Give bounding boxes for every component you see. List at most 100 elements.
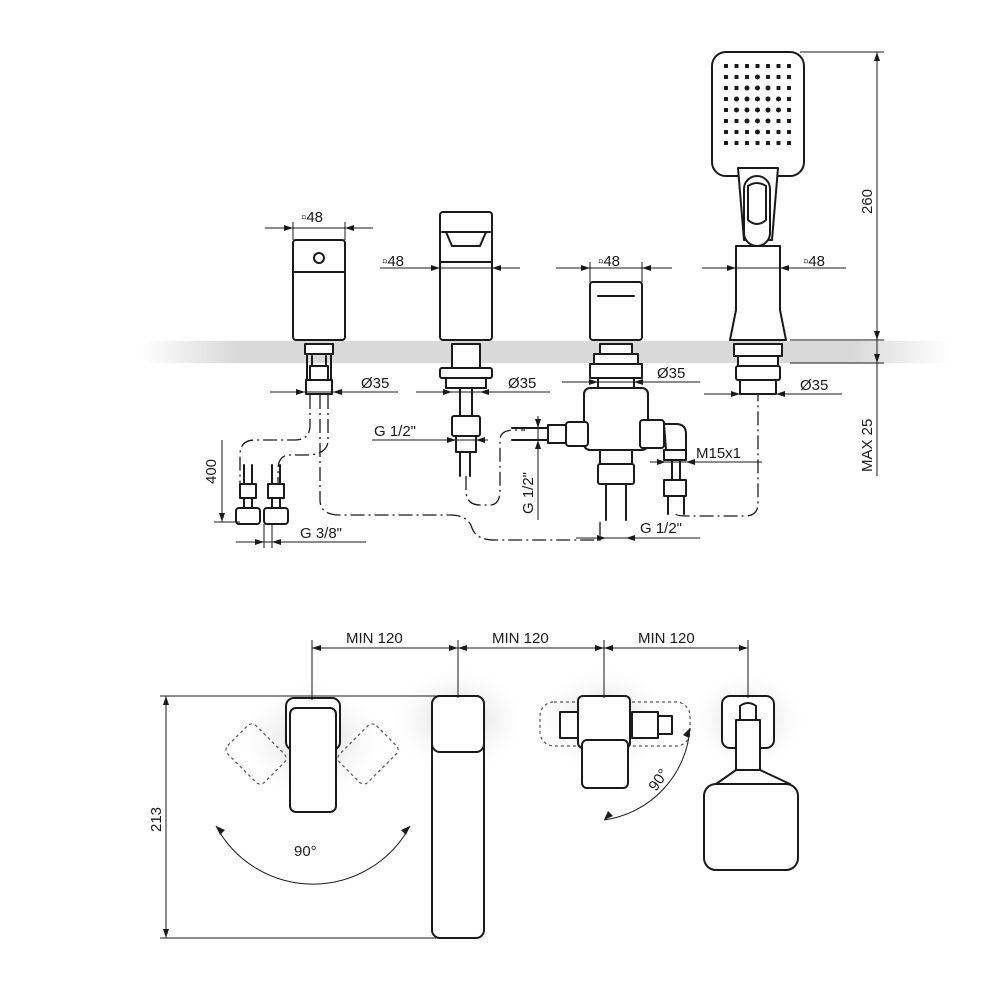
label-sq48-3: ▫48	[598, 253, 620, 270]
dim-dia-3: Ø35	[562, 365, 700, 385]
nozzle	[776, 107, 781, 113]
dim-width-spout: ▫48	[380, 253, 520, 275]
nozzle	[745, 64, 749, 68]
nozzle	[724, 108, 728, 112]
nozzle	[765, 107, 771, 113]
label-sq48-4: ▫48	[803, 253, 825, 270]
dim-g12-bottom: G 1/2"	[576, 520, 700, 541]
label-90-1: 90°	[294, 843, 317, 860]
nozzle	[787, 86, 791, 90]
mixer-plan: 90°	[215, 697, 411, 885]
nozzle	[744, 96, 750, 102]
nozzle	[734, 130, 739, 134]
nozzle	[765, 118, 771, 124]
label-sq48-2: ▫48	[382, 253, 404, 270]
dim-g38: G 3/8"	[236, 524, 366, 548]
dim-height-260: 260	[790, 51, 884, 341]
dim-height-213: 213	[148, 695, 440, 939]
shower-nozzles	[724, 64, 791, 145]
nozzle	[724, 97, 728, 101]
dim-dia-2: Ø35	[416, 375, 550, 395]
nozzle	[744, 107, 750, 113]
hose-shower	[675, 395, 759, 517]
label-260: 260	[859, 189, 876, 214]
hose-ends	[235, 464, 289, 525]
hose-1	[239, 395, 311, 490]
nozzle	[766, 75, 770, 79]
deck-surface	[140, 341, 950, 363]
nozzle	[765, 96, 771, 102]
label-sq48-1: ▫48	[301, 209, 323, 226]
label-400: 400	[203, 459, 220, 484]
nozzle	[755, 129, 760, 135]
nozzle	[787, 64, 791, 68]
nozzle	[744, 118, 750, 124]
nozzle	[734, 64, 739, 68]
nozzle	[724, 141, 728, 145]
nozzle	[776, 64, 781, 68]
nozzle	[776, 119, 781, 123]
nozzle	[724, 86, 728, 90]
nozzle	[724, 119, 728, 123]
nozzle	[744, 85, 750, 91]
nozzle	[766, 141, 770, 145]
nozzle	[776, 130, 781, 134]
dim-max25: MAX 25	[790, 340, 884, 476]
nozzle	[734, 75, 739, 79]
nozzle	[745, 75, 749, 79]
hose-2	[277, 395, 329, 490]
nozzle	[745, 130, 749, 134]
nozzle	[755, 96, 760, 102]
nozzle	[787, 119, 791, 123]
nozzle	[734, 141, 739, 145]
label-90-2: 90°	[645, 766, 672, 794]
dim-g12-vertical: G 1/2"	[520, 416, 548, 520]
nozzle	[724, 64, 728, 68]
label-d35-4: Ø35	[800, 377, 828, 394]
label-d35-1: Ø35	[361, 375, 389, 392]
dim-min120-2: MIN 120	[458, 630, 605, 698]
dim-dia-4: Ø35	[704, 377, 842, 397]
nozzle	[776, 96, 781, 102]
nozzle	[787, 75, 791, 79]
label-213: 213	[148, 807, 165, 832]
spout-plan	[431, 695, 485, 939]
nozzle	[787, 141, 791, 145]
dim-m15: M15x1	[650, 445, 762, 465]
hose-long	[319, 395, 601, 541]
nozzle	[776, 141, 781, 145]
nozzle	[766, 130, 770, 134]
nozzle	[776, 75, 781, 79]
nozzle	[776, 86, 781, 90]
hose-spout	[465, 429, 525, 506]
label-d35-2: Ø35	[508, 375, 536, 392]
label-max25: MAX 25	[859, 419, 876, 472]
dim-width-diverter: ▫48	[556, 253, 672, 282]
nozzle	[755, 64, 760, 68]
dim-length-400: 400	[203, 440, 240, 523]
label-g12-c: G 1/2"	[640, 520, 682, 537]
nozzle	[734, 86, 739, 90]
nozzle	[734, 107, 739, 113]
hand-shower-front	[711, 51, 805, 395]
diverter-front	[511, 281, 687, 521]
label-min120-1: MIN 120	[346, 630, 403, 647]
label-min120-2: MIN 120	[492, 630, 549, 647]
nozzle	[787, 130, 791, 134]
label-min120-3: MIN 120	[638, 630, 695, 647]
nozzle	[734, 96, 739, 102]
mixer-handle-front	[292, 239, 346, 395]
dim-min120-1: MIN 120	[311, 630, 459, 700]
nozzle	[755, 74, 760, 80]
label-d35-3: Ø35	[657, 365, 685, 382]
nozzle	[724, 75, 728, 79]
nozzle	[755, 141, 760, 145]
dim-width-mixer: ▫48	[265, 209, 373, 240]
dim-dia-1: Ø35	[270, 375, 398, 395]
label-g38: G 3/8"	[300, 525, 342, 542]
nozzle	[745, 141, 749, 145]
label-m15: M15x1	[696, 445, 741, 462]
label-g12-b: G 1/2"	[520, 472, 537, 514]
nozzle	[734, 119, 739, 123]
